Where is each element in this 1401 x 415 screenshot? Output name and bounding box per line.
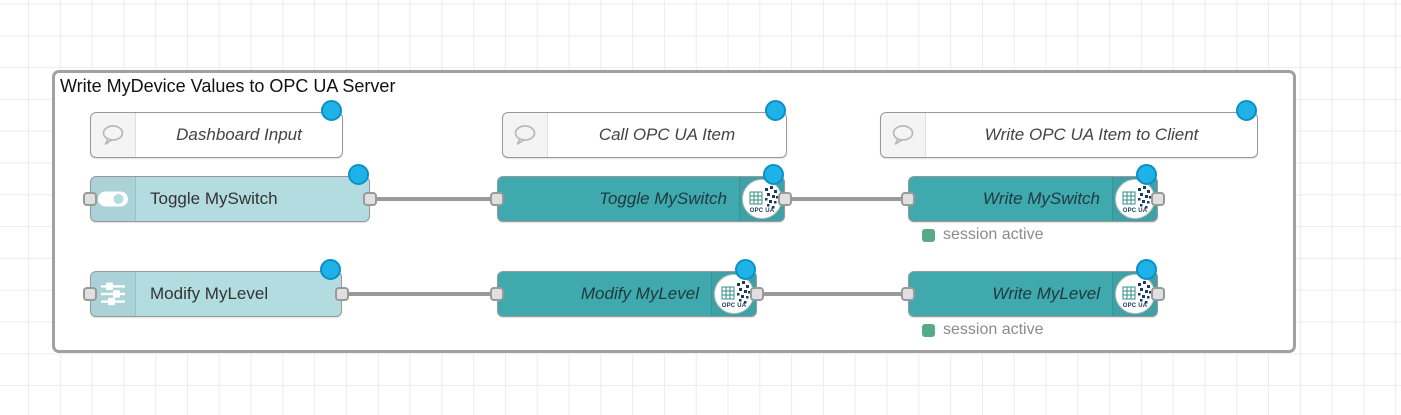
output-port[interactable]: [750, 287, 764, 301]
node-label: Modify MyLevel: [150, 284, 269, 303]
input-port[interactable]: [901, 192, 915, 206]
opcua-badge-label: OPC UA: [749, 208, 775, 214]
opcua-logo-icon: OPC UA: [711, 272, 756, 316]
wire-opcua-to-write-level[interactable]: [759, 292, 910, 296]
output-port[interactable]: [363, 192, 377, 206]
output-port[interactable]: [1151, 192, 1165, 206]
changed-indicator-dot: [1236, 100, 1257, 121]
node-label: Toggle MySwitch: [150, 189, 278, 208]
comment-node-write-opcua-item[interactable]: Write OPC UA Item to Client: [880, 100, 1258, 158]
status-green-dot: [922, 228, 935, 242]
input-port[interactable]: [490, 287, 504, 301]
opcua-badge-label: OPC UA: [1122, 208, 1148, 214]
node-write-myswitch[interactable]: Write MySwitch OPC UA: [901, 164, 1165, 222]
input-port[interactable]: [490, 192, 504, 206]
changed-indicator-dot: [763, 164, 784, 185]
group-title: Write MyDevice Values to OPC UA Server: [60, 76, 396, 96]
node-label: Toggle MySwitch: [599, 189, 727, 208]
node-toggle-myswitch-opcua-item[interactable]: Toggle MySwitch OPC UA: [490, 164, 792, 222]
wire-modify-to-opcua[interactable]: [344, 292, 499, 296]
output-port[interactable]: [335, 287, 349, 301]
node-label: Write MySwitch: [982, 189, 1100, 208]
node-label: Write MyLevel: [992, 284, 1100, 303]
changed-indicator-dot: [321, 100, 342, 121]
changed-indicator-dot: [1136, 164, 1157, 185]
output-port[interactable]: [1151, 287, 1165, 301]
status-green-dot: [922, 323, 935, 337]
speech-bubble-icon: [503, 113, 548, 157]
opcua-badge-label: OPC UA: [1122, 303, 1148, 309]
node-write-mylevel[interactable]: Write MyLevel OPC UA: [901, 259, 1165, 317]
input-port[interactable]: [83, 192, 97, 206]
comment-node-call-opcua-item[interactable]: Call OPC UA Item: [502, 100, 787, 158]
node-toggle-myswitch-dashboard[interactable]: Toggle MySwitch: [83, 164, 377, 222]
opcua-badge-label: OPC UA: [721, 303, 747, 309]
changed-indicator-dot: [1136, 259, 1157, 280]
wire-toggle-to-opcua[interactable]: [372, 197, 499, 201]
status-text: session active: [943, 226, 1044, 243]
opcua-logo-icon: OPC UA: [739, 177, 784, 221]
comment-label: Dashboard Input: [176, 125, 302, 144]
node-status: session active: [922, 321, 1044, 339]
sliders-icon: [91, 272, 136, 316]
status-text: session active: [943, 321, 1044, 338]
node-modify-mylevel-opcua-item[interactable]: Modify MyLevel OPC UA: [490, 259, 764, 317]
toggle-icon: [91, 177, 136, 221]
wire-opcua-to-write-switch[interactable]: [787, 197, 910, 201]
comment-label: Call OPC UA Item: [598, 125, 736, 144]
node-modify-mylevel-dashboard[interactable]: Modify MyLevel: [83, 259, 349, 317]
node-status: session active: [922, 226, 1044, 244]
speech-bubble-icon: [881, 113, 926, 157]
speech-bubble-icon: [91, 113, 136, 157]
input-port[interactable]: [901, 287, 915, 301]
comment-label: Write OPC UA Item to Client: [984, 125, 1199, 144]
changed-indicator-dot: [320, 259, 341, 280]
input-port[interactable]: [83, 287, 97, 301]
changed-indicator-dot: [348, 164, 369, 185]
opcua-logo-icon: OPC UA: [1112, 177, 1157, 221]
changed-indicator-dot: [765, 100, 786, 121]
changed-indicator-dot: [735, 259, 756, 280]
comment-node-dashboard-input[interactable]: Dashboard Input: [90, 100, 343, 158]
node-label: Modify MyLevel: [580, 284, 699, 303]
output-port[interactable]: [778, 192, 792, 206]
